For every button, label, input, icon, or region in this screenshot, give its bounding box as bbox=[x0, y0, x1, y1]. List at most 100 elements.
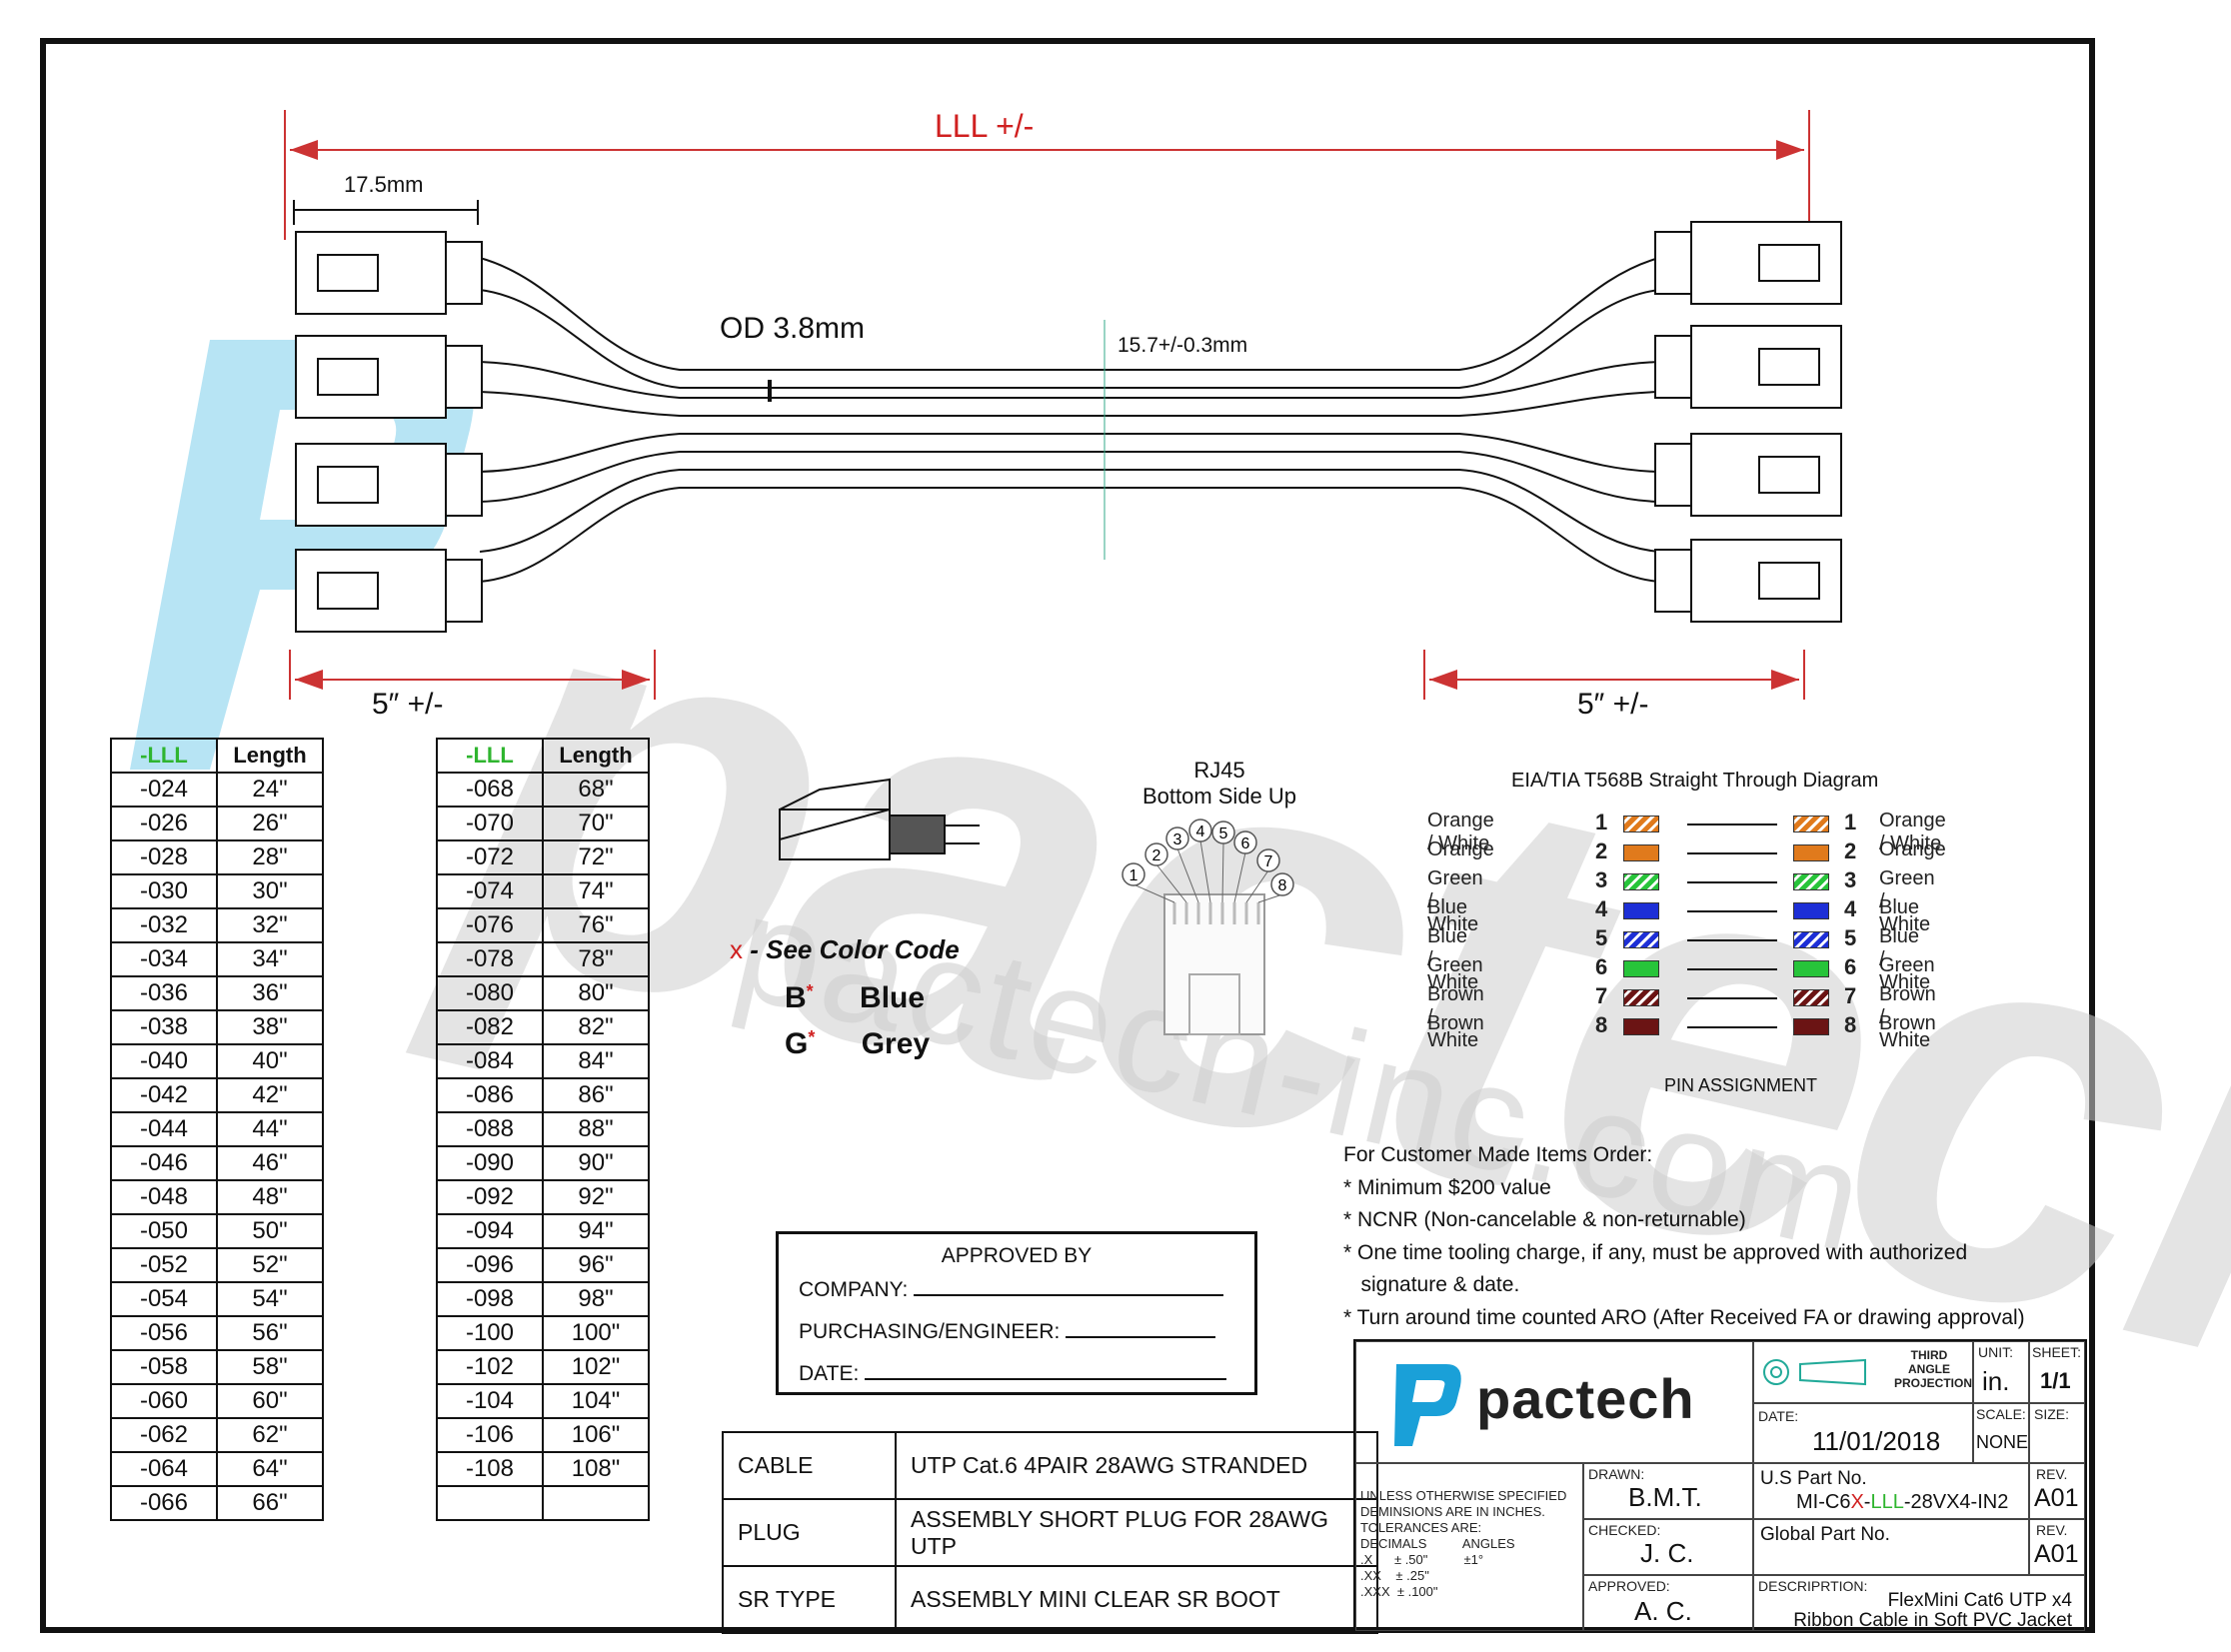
approved-value: A. C. bbox=[1634, 1596, 1692, 1626]
length-code bbox=[436, 1485, 544, 1521]
wire-name-left: Green bbox=[1427, 954, 1483, 976]
wire-name-right: Orange / White bbox=[1879, 810, 1946, 854]
length-code: -062 bbox=[110, 1417, 218, 1453]
star: * bbox=[806, 981, 814, 1001]
pin-number-right: 4 bbox=[1844, 896, 1857, 921]
pin-number-left: 2 bbox=[1595, 838, 1608, 863]
pin-number-right: 7 bbox=[1844, 983, 1857, 1008]
color-code-g: G* Grey bbox=[785, 1027, 930, 1061]
pin-number: 2 bbox=[1152, 847, 1161, 864]
length-value: 40" bbox=[216, 1043, 324, 1079]
pin-number-right: 8 bbox=[1844, 1012, 1857, 1037]
breakout-right-label: 5″ +/- bbox=[1577, 688, 1649, 721]
wire-color-right bbox=[1793, 902, 1829, 919]
pactech-logo-icon bbox=[1394, 1364, 1461, 1446]
length-code: -058 bbox=[110, 1349, 218, 1385]
length-code: -032 bbox=[110, 907, 218, 943]
length-code: -060 bbox=[110, 1383, 218, 1419]
pin-number: 8 bbox=[1278, 877, 1287, 894]
wire-name-right: Blue / White bbox=[1879, 925, 1931, 993]
rj45-title: RJ45 Bottom Side Up bbox=[1129, 758, 1309, 810]
date-cell: DATE: 11/01/2018 bbox=[1753, 1403, 1973, 1463]
length-value: 62" bbox=[216, 1417, 324, 1453]
wire-color-left bbox=[1623, 960, 1659, 977]
note-line: * Minimum $200 value bbox=[1343, 1175, 1551, 1199]
unit-cell: UNIT: in. bbox=[1973, 1341, 2029, 1403]
length-value: 46" bbox=[216, 1145, 324, 1181]
spec-label: CABLE bbox=[722, 1431, 897, 1500]
wire-name-left: Blue / White bbox=[1427, 925, 1479, 993]
pin-callout bbox=[1165, 826, 1189, 850]
wire-name-left: Brown bbox=[1427, 1012, 1484, 1034]
length-value: 60" bbox=[216, 1383, 324, 1419]
drawn-label: DRAWN: bbox=[1588, 1466, 1645, 1482]
projection-label: THIRD ANGLE PROJECTION bbox=[1894, 1348, 1973, 1390]
length-value: 68" bbox=[542, 772, 650, 808]
rev-cell-1: REV. A01 bbox=[2029, 1463, 2085, 1519]
wire-connection bbox=[1687, 997, 1777, 999]
length-value: 38" bbox=[216, 1009, 324, 1045]
length-value: 80" bbox=[542, 975, 650, 1011]
length-code: -026 bbox=[110, 806, 218, 841]
tolerance-line: .XX ± .25" bbox=[1360, 1568, 1429, 1583]
length-code: -070 bbox=[436, 806, 544, 841]
approval-title: APPROVED BY bbox=[941, 1244, 1093, 1267]
wire-name-left: Orange / White bbox=[1427, 810, 1494, 854]
length-value: 106" bbox=[542, 1417, 650, 1453]
cable-drawing bbox=[284, 110, 1842, 700]
description-label: DESCRIPRTION: bbox=[1758, 1578, 1868, 1594]
length-code: -104 bbox=[436, 1383, 544, 1419]
drawn-cell: DRAWN: B.M.T. bbox=[1583, 1463, 1753, 1519]
pin-number-right: 6 bbox=[1844, 954, 1857, 979]
title-block: pactech THIRD ANGLE PROJECTION UNIT: in.… bbox=[1353, 1339, 2087, 1633]
length-value: 54" bbox=[216, 1281, 324, 1317]
tolerance-line: DECIMALS ANGLES bbox=[1360, 1536, 1515, 1551]
length-code: -102 bbox=[436, 1349, 544, 1385]
color-code-name: Blue bbox=[860, 981, 926, 1014]
length-code: -050 bbox=[110, 1213, 218, 1249]
part-lll: LLL bbox=[1870, 1491, 1904, 1513]
purchasing-signature-line[interactable] bbox=[1066, 1336, 1216, 1338]
color-code-letter: B bbox=[785, 981, 807, 1014]
scale-value: NONE bbox=[1976, 1432, 2029, 1452]
wire-connection bbox=[1687, 824, 1777, 826]
length-value: 94" bbox=[542, 1213, 650, 1249]
date-signature-line[interactable] bbox=[865, 1378, 1227, 1380]
rev-value: A01 bbox=[2034, 1484, 2079, 1512]
overall-length-label: LLL +/- bbox=[935, 108, 1034, 145]
length-value: 28" bbox=[216, 839, 324, 875]
wire-connection bbox=[1687, 910, 1777, 912]
length-value: 86" bbox=[542, 1077, 650, 1113]
pin-number-right: 3 bbox=[1844, 867, 1857, 892]
wire-name-right: Green / White bbox=[1879, 867, 1935, 935]
length-code: -038 bbox=[110, 1009, 218, 1045]
description-line2: Ribbon Cable in Soft PVC Jacket bbox=[1793, 1610, 2072, 1631]
color-code-name: Grey bbox=[861, 1027, 931, 1060]
length-code: -072 bbox=[436, 839, 544, 875]
company-signature-line[interactable] bbox=[914, 1294, 1224, 1296]
approval-company: COMPANY: bbox=[799, 1278, 1224, 1302]
wire-color-left bbox=[1623, 816, 1659, 832]
spec-value: UTP Cat.6 4PAIR 28AWG STRANDED bbox=[895, 1431, 1378, 1500]
length-code: -074 bbox=[436, 873, 544, 909]
projection-cell: THIRD ANGLE PROJECTION bbox=[1753, 1341, 1973, 1403]
color-code-title: - See Color Code bbox=[750, 934, 960, 964]
us-part-label: U.S Part No. bbox=[1760, 1468, 1867, 1489]
wire-name-right: Brown bbox=[1879, 1012, 1936, 1034]
